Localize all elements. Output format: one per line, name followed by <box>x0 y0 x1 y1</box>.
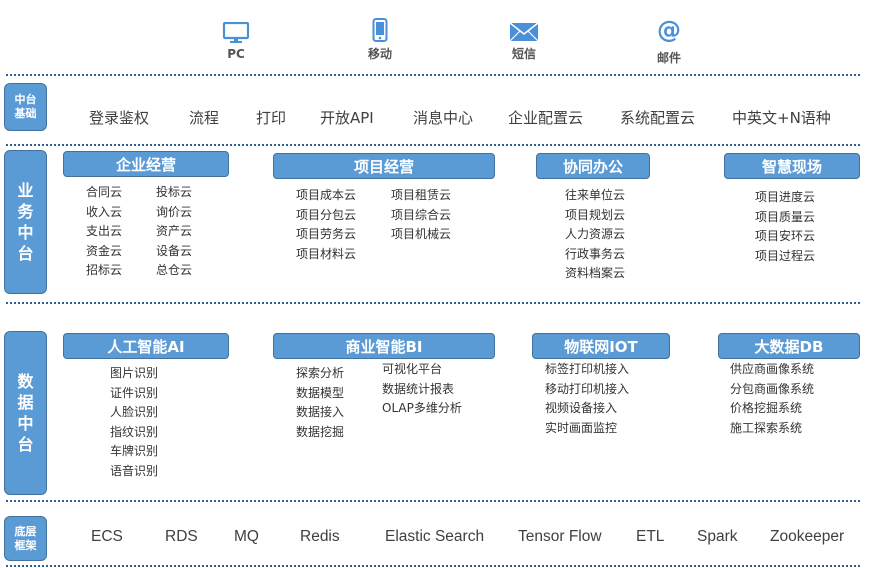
framework-item: MQ <box>234 528 259 545</box>
section-list: 投标云 询价云 资产云 设备云 总仓云 <box>156 185 193 277</box>
mobile-phone-icon <box>340 18 420 42</box>
framework-item: Tensor Flow <box>518 528 602 545</box>
channel-label: 移动 <box>367 47 392 61</box>
section-list: 往来单位云 项目规划云 人力资源云 行政事务云 资料档案云 <box>565 188 626 280</box>
section-header-collaboration: 协同办公 <box>536 153 650 179</box>
section-list: 供应商画像系统 分包商画像系统 价格挖掘系统 施工探索系统 <box>730 362 815 435</box>
framework-item: Zookeeper <box>770 528 845 545</box>
channel-mobile: 移动 <box>340 18 420 62</box>
framework-item: Spark <box>697 528 738 545</box>
section-list: 可视化平台 数据统计报表 OLAP多维分析 <box>382 362 462 415</box>
channel-pc: PC <box>196 20 276 61</box>
section-list: 项目租赁云 项目综合云 项目机械云 <box>391 188 452 241</box>
channel-email: @ 邮件 <box>629 18 709 66</box>
framework-item: ECS <box>91 528 123 545</box>
channel-label: PC <box>227 47 245 61</box>
framework-item: Redis <box>300 528 340 545</box>
separator <box>6 500 860 502</box>
section-list: 项目进度云 项目质量云 项目安环云 项目过程云 <box>755 190 816 263</box>
foundation-item: 开放API <box>320 109 374 127</box>
foundation-item: 企业配置云 <box>508 109 584 127</box>
foundation-item: 系统配置云 <box>620 109 696 127</box>
separator <box>6 144 860 146</box>
pc-monitor-icon <box>196 20 276 44</box>
section-header-enterprise: 企业经营 <box>63 151 229 177</box>
foundation-item: 登录鉴权 <box>89 109 150 127</box>
base-framework-label: 底层 框架 <box>4 516 47 561</box>
section-list: 合同云 收入云 支出云 资金云 招标云 <box>86 185 123 277</box>
section-header-bigdata: 大数据DB <box>718 333 860 359</box>
separator <box>6 302 860 304</box>
separator <box>6 565 860 567</box>
section-header-ai: 人工智能AI <box>63 333 229 359</box>
section-header-iot: 物联网IOT <box>532 333 670 359</box>
section-header-project: 项目经营 <box>273 153 495 179</box>
framework-item: Elastic Search <box>385 528 485 545</box>
foundation-item: 消息中心 <box>413 109 474 127</box>
section-list: 标签打印机接入 移动打印机接入 视频设备接入 实时画面监控 <box>545 362 630 435</box>
foundation-item: 流程 <box>189 109 220 127</box>
section-list: 项目成本云 项目分包云 项目劳务云 项目材料云 <box>296 188 357 261</box>
at-sign-icon: @ <box>657 16 681 44</box>
foundation-item: 打印 <box>256 109 287 127</box>
foundation-item: 中英文+N语种 <box>732 109 831 127</box>
channel-sms: 短信 <box>484 18 564 62</box>
separator <box>6 74 860 76</box>
section-header-smart-site: 智慧现场 <box>724 153 860 179</box>
section-header-bi: 商业智能BI <box>273 333 495 359</box>
middle-foundation-label: 中台 基础 <box>4 83 47 131</box>
channel-label: 短信 <box>511 47 536 61</box>
envelope-icon <box>484 18 564 42</box>
business-platform-label: 业务中台 <box>4 150 47 294</box>
section-list: 探索分析 数据模型 数据接入 数据挖掘 <box>296 366 345 439</box>
data-platform-label: 数据中台 <box>4 331 47 495</box>
framework-item: RDS <box>165 528 198 545</box>
framework-item: ETL <box>636 528 665 545</box>
section-list: 图片识别 证件识别 人脸识别 指纹识别 车牌识别 语音识别 <box>110 366 159 478</box>
channel-label: 邮件 <box>656 51 681 65</box>
